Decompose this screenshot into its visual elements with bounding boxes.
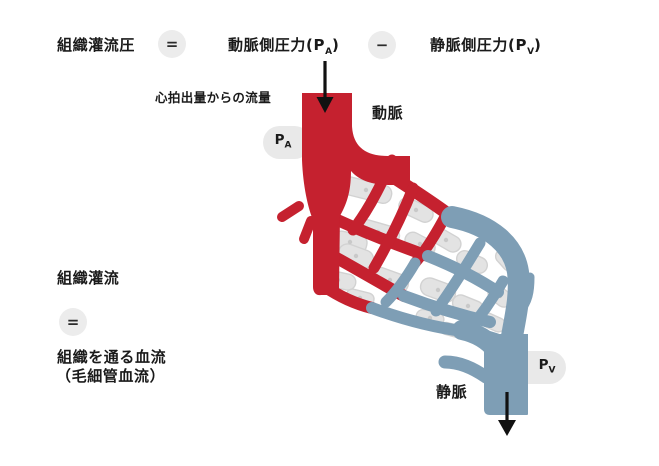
vein-trunk <box>484 334 528 415</box>
arterial-term-text: 動脈側圧力(P <box>228 36 326 54</box>
venous-pressure-term: 静脈側圧力(PV) <box>430 36 542 58</box>
inflow-arrow-icon <box>316 61 334 113</box>
vein-vessel <box>430 237 486 317</box>
minus-symbol: − <box>368 31 396 59</box>
capillary-blood-flow-label: （毛細管血流） <box>56 367 166 385</box>
venous-term-suffix: ) <box>534 36 542 54</box>
artery-network <box>277 93 455 314</box>
perfusion-pressure-label: 組織灌流圧 <box>57 36 136 54</box>
artery-branch-stub <box>277 201 304 222</box>
vein-network <box>366 206 535 415</box>
pa-badge-sub: A <box>284 140 292 151</box>
artery-vessel <box>368 182 419 274</box>
artery-trunk <box>302 93 410 296</box>
blood-flow-through-tissue-label: 組織を通る血流 <box>57 348 167 366</box>
arterial-term-suffix: ) <box>332 36 340 54</box>
pa-badge-shape <box>263 126 311 159</box>
vein-branch-stub <box>515 272 535 316</box>
cardiac-output-flow-label: 心拍出量からの流量 <box>155 90 272 105</box>
vein-vessel <box>380 257 421 308</box>
vein-label: 静脈 <box>436 383 468 401</box>
pv-badge-sub: V <box>548 365 556 376</box>
vein-vessel <box>441 206 530 353</box>
tissue-perfusion-label: 組織灌流 <box>57 269 120 287</box>
artery-label: 動脈 <box>372 104 404 122</box>
arterial-pressure-term: 動脈側圧力(PA) <box>228 36 340 58</box>
pa-badge-main: P <box>274 132 285 148</box>
venous-term-text: 静脈側圧力(P <box>430 36 528 54</box>
equals-symbol-top: = <box>158 30 186 58</box>
artery-branch-stub <box>299 216 316 244</box>
pa-badge: PA <box>266 132 300 151</box>
arterial-term-subscript: A <box>325 47 333 57</box>
vein-branch-stub <box>438 355 493 384</box>
outflow-arrow-icon <box>498 392 516 436</box>
pv-badge: PV <box>530 357 564 376</box>
venous-term-subscript: V <box>527 47 535 57</box>
equals-symbol-left: = <box>59 308 87 336</box>
pv-badge-main: P <box>538 357 549 373</box>
